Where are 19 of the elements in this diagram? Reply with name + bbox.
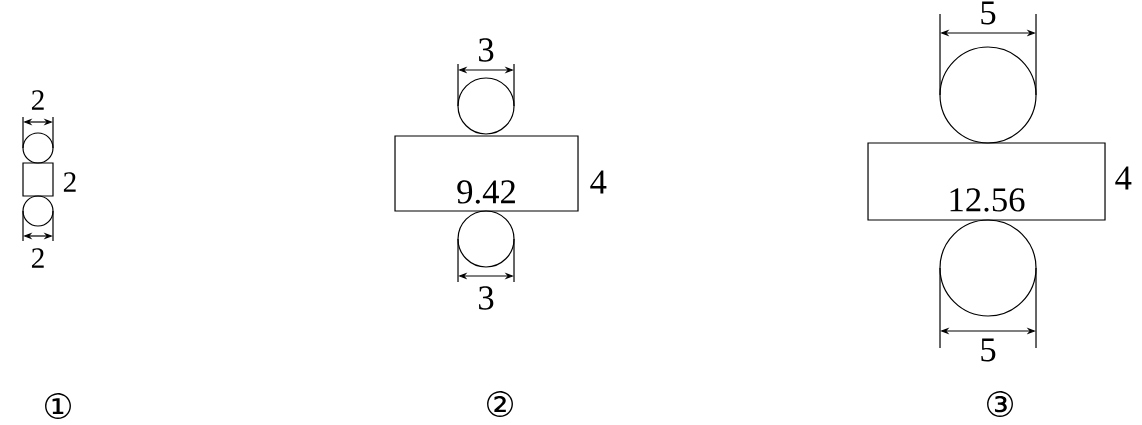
circle [939, 219, 1037, 317]
circle [22, 195, 54, 227]
dimension-label: 2 [31, 90, 44, 110]
net-rectangle [22, 162, 54, 197]
dimension-label: 2 [31, 248, 44, 268]
dimension-label: 2 [63, 172, 76, 192]
net-rectangle: 9.42 [394, 135, 579, 212]
dimension-label: 3 [479, 38, 494, 62]
dimension-label: 4 [1115, 166, 1132, 190]
circle [457, 210, 515, 268]
dimension-label: 4 [590, 170, 607, 194]
circle [939, 46, 1037, 144]
circle [22, 132, 54, 164]
dimension-label: 3 [479, 286, 494, 310]
figure-number: ① [45, 393, 71, 419]
figure-number: ③ [987, 391, 1013, 417]
figure-number: ② [487, 391, 513, 417]
net-rectangle: 12.56 [867, 142, 1106, 221]
circle [457, 77, 515, 135]
